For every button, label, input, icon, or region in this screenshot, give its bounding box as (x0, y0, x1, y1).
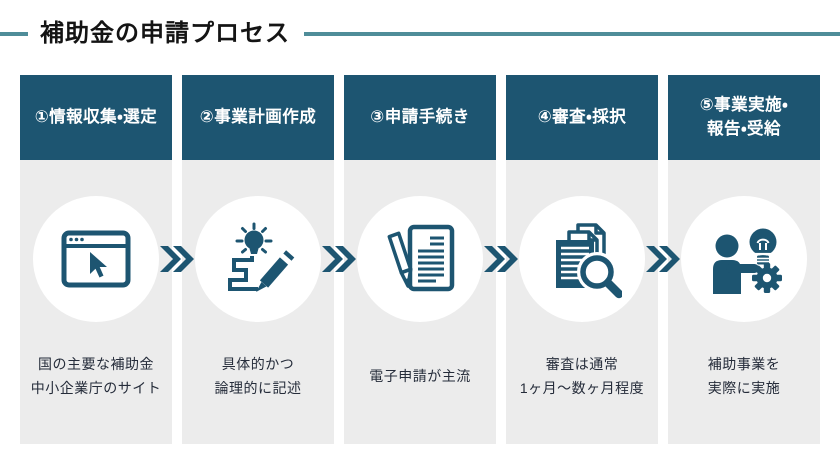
process-step-2: ②事業計画作成 (182, 75, 334, 444)
desc-line: 電子申請が主流 (369, 367, 471, 384)
desc-line: 実際に実施 (707, 380, 781, 396)
step-title-line: 報告・受給 (706, 119, 782, 138)
step-description: 具体的かつ 論理的に記述 (215, 348, 302, 404)
desc-line: 補助事業を (707, 355, 781, 372)
title-line-right (304, 32, 840, 36)
step-description: 国の主要な補助金 中小企業庁のサイト (31, 348, 162, 404)
idea-pencil-icon (228, 222, 295, 292)
title-row: 補助金の申請プロセス (0, 20, 840, 48)
desc-line: 1ヶ月〜数ヶ月程度 (519, 380, 645, 396)
step-title: ①情報収集・選定 (20, 75, 172, 160)
desc-line: 国の主要な補助金 (38, 355, 154, 372)
process-step-5: ⑤事業実施・ 報告・受給 (668, 75, 820, 444)
step-body: 電子申請が主流 (344, 160, 496, 444)
desc-line: 中小企業庁のサイト (30, 380, 162, 396)
icon-circle (519, 196, 645, 322)
step-title: ③申請手続き (344, 75, 496, 160)
step-body: 審査は通常 1ヶ月〜数ヶ月程度 (506, 160, 658, 444)
step-title-line: ③申請手続き (370, 107, 470, 126)
step-title-line: ①情報収集・選定 (34, 107, 158, 126)
process-board: ①情報収集・選定 国の主要な補助金 中小企業庁のサイト ② (20, 75, 820, 444)
step-body: 補助事業を 実際に実施 (668, 160, 820, 444)
step-description: 電子申請が主流 (369, 348, 471, 404)
icon-circle (681, 196, 807, 322)
chevron-right-icon (646, 246, 680, 272)
process-step-1: ①情報収集・選定 国の主要な補助金 中小企業庁のサイト (20, 75, 172, 444)
step-title: ②事業計画作成 (182, 75, 334, 160)
desc-line: 具体的かつ (221, 355, 295, 372)
step-body: 具体的かつ 論理的に記述 (182, 160, 334, 444)
person-idea-gear-icon (713, 228, 782, 294)
documents-magnifier-icon (556, 223, 622, 299)
page-title: 補助金の申請プロセス (40, 20, 290, 47)
step-title-line: ⑤事業実施・ (699, 95, 789, 114)
icon-circle (33, 196, 159, 322)
browser-cursor-icon (61, 230, 131, 288)
chevron-right-icon (160, 246, 194, 272)
icon-circle (195, 196, 321, 322)
chevron-right-icon (322, 246, 356, 272)
process-step-4: ④審査・採択 (506, 75, 658, 444)
step-title: ④審査・採択 (506, 75, 658, 160)
title-line-left (0, 32, 28, 36)
desc-line: 論理的に記述 (214, 380, 302, 396)
document-pen-icon (387, 224, 455, 292)
icon-circle (357, 196, 483, 322)
step-title-line: ④審査・採択 (537, 107, 627, 126)
desc-line: 審査は通常 (545, 355, 619, 372)
step-description: 審査は通常 1ヶ月〜数ヶ月程度 (520, 348, 644, 404)
step-description: 補助事業を 実際に実施 (708, 348, 781, 404)
step-title-line: ②事業計画作成 (199, 107, 317, 126)
step-body: 国の主要な補助金 中小企業庁のサイト (20, 160, 172, 444)
step-title: ⑤事業実施・ 報告・受給 (668, 75, 820, 160)
process-step-3: ③申請手続き (344, 75, 496, 444)
chevron-right-icon (484, 246, 518, 272)
